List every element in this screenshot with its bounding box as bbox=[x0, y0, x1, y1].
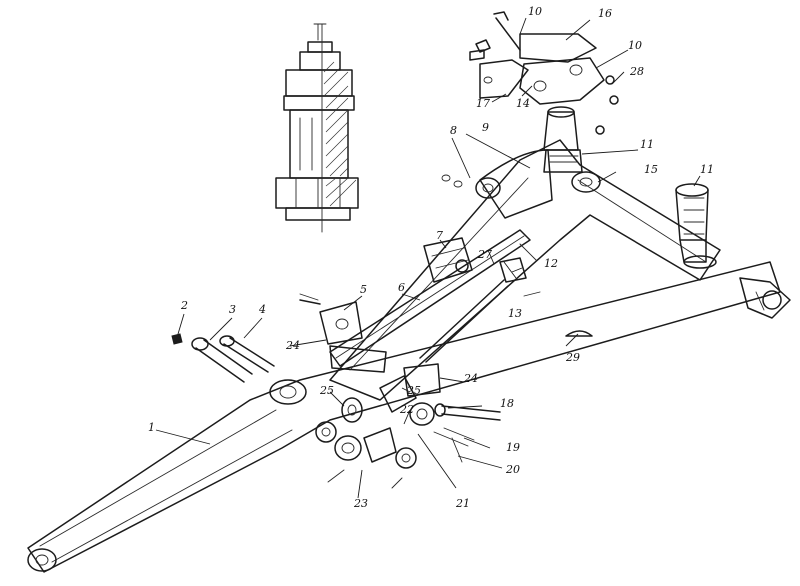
pins bbox=[191, 335, 501, 421]
callout-6: 6 bbox=[398, 281, 405, 294]
tie-rod bbox=[419, 257, 527, 363]
callout-1: 1 bbox=[148, 421, 155, 434]
callout-10-top: 10 bbox=[528, 5, 542, 18]
leader-lines bbox=[155, 17, 701, 499]
upper-shock-absorber bbox=[543, 106, 583, 173]
lower-arm bbox=[27, 261, 791, 573]
callout-13: 13 bbox=[508, 307, 522, 320]
callout-3: 3 bbox=[229, 303, 236, 316]
callout-25-right: 25 bbox=[407, 384, 421, 397]
callout-29: 29 bbox=[566, 351, 580, 364]
link-parts bbox=[299, 299, 441, 426]
callout-15: 15 bbox=[644, 163, 658, 176]
callout-21: 21 bbox=[456, 497, 470, 510]
callout-17: 17 bbox=[476, 97, 490, 110]
callout-11-right: 11 bbox=[700, 163, 714, 176]
callout-5: 5 bbox=[360, 283, 367, 296]
callout-24-right: 24 bbox=[464, 372, 478, 385]
bushings bbox=[315, 421, 417, 469]
callout-12: 12 bbox=[544, 257, 558, 270]
callout-16: 16 bbox=[598, 7, 612, 20]
upper-frame bbox=[329, 139, 721, 401]
callout-24-left: 24 bbox=[286, 339, 300, 352]
inset-strut-section bbox=[275, 23, 359, 233]
actuator bbox=[423, 237, 473, 283]
callout-23: 23 bbox=[354, 497, 368, 510]
callout-27: 27 bbox=[478, 248, 492, 261]
drag-brace bbox=[329, 229, 531, 373]
callout-7: 7 bbox=[436, 229, 443, 242]
callout-9: 9 bbox=[482, 121, 489, 134]
callout-4: 4 bbox=[259, 303, 266, 316]
callout-2: 2 bbox=[181, 299, 188, 312]
hardware bbox=[171, 174, 541, 489]
callout-22: 22 bbox=[400, 403, 414, 416]
callout-20: 20 bbox=[506, 463, 520, 476]
callout-11-center: 11 bbox=[640, 138, 654, 151]
callout-14: 14 bbox=[516, 97, 530, 110]
callout-19: 19 bbox=[506, 441, 520, 454]
callout-25-left: 25 bbox=[320, 384, 334, 397]
callout-10-right: 10 bbox=[628, 39, 642, 52]
top-brackets bbox=[469, 11, 619, 135]
callout-18: 18 bbox=[500, 397, 514, 410]
callout-28: 28 bbox=[630, 65, 644, 78]
right-shock-absorber bbox=[675, 183, 717, 269]
callout-8: 8 bbox=[450, 124, 457, 137]
